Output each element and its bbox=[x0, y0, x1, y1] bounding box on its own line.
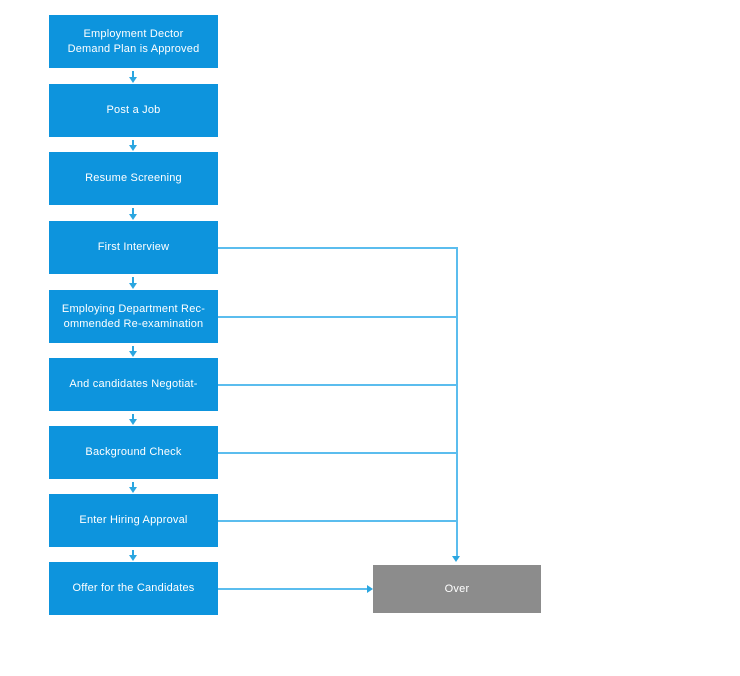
sequence-connector-background-check-to-hiring-approval bbox=[132, 482, 134, 488]
offer-to-over-connector bbox=[218, 588, 367, 590]
sequence-arrowhead-icon-post-job bbox=[129, 77, 137, 83]
sequence-arrowhead-icon-resume-screening bbox=[129, 145, 137, 151]
branch-connector-first-interview bbox=[218, 247, 457, 249]
node-offer[interactable]: Offer for the Candidates bbox=[49, 562, 218, 615]
node-label-resume-screening: Resume Screening bbox=[85, 172, 182, 184]
trunk-arrowhead-icon bbox=[452, 556, 460, 562]
node-over[interactable]: Over bbox=[373, 565, 541, 613]
sequence-connector-approval-to-post-job bbox=[132, 71, 134, 78]
sequence-connector-post-job-to-resume-screening bbox=[132, 140, 134, 146]
sequence-arrowhead-icon-first-interview bbox=[129, 214, 137, 220]
sequence-arrowhead-icon-hiring-approval bbox=[129, 487, 137, 493]
sequence-arrowhead-icon-offer bbox=[129, 555, 137, 561]
node-label-background-check: Background Check bbox=[85, 446, 182, 458]
sequence-arrowhead-icon-re-examination bbox=[129, 283, 137, 289]
node-label-over: Over bbox=[444, 582, 470, 595]
node-re-examination[interactable]: Employing Department Rec- ommended Re-ex… bbox=[49, 290, 218, 343]
sequence-connector-hiring-approval-to-offer bbox=[132, 550, 134, 556]
node-post-job[interactable]: Post a Job bbox=[49, 84, 218, 137]
sequence-connector-resume-screening-to-first-interview bbox=[132, 208, 134, 215]
branch-connector-hiring-approval bbox=[218, 520, 457, 522]
sequence-arrowhead-icon-background-check bbox=[129, 419, 137, 425]
branch-connector-re-examination bbox=[218, 316, 457, 318]
node-label-re-examination: Employing Department Rec- ommended Re-ex… bbox=[61, 302, 206, 330]
sequence-arrowhead-icon-negotiate bbox=[129, 351, 137, 357]
node-label-post-job: Post a Job bbox=[106, 104, 161, 116]
node-background-check[interactable]: Background Check bbox=[49, 426, 218, 479]
sequence-connector-re-examination-to-negotiate bbox=[132, 346, 134, 352]
branch-connector-background-check bbox=[218, 452, 457, 454]
offer-to-over-arrowhead-icon bbox=[367, 585, 373, 593]
sequence-connector-first-interview-to-re-examination bbox=[132, 277, 134, 284]
node-label-negotiate: And candidates Negotiat- bbox=[69, 378, 198, 390]
node-first-interview[interactable]: First Interview bbox=[49, 221, 218, 274]
node-approval[interactable]: Employment Dector Demand Plan is Approve… bbox=[49, 15, 218, 68]
node-label-offer: Offer for the Candidates bbox=[72, 582, 195, 594]
node-label-first-interview: First Interview bbox=[97, 241, 170, 253]
node-negotiate[interactable]: And candidates Negotiat- bbox=[49, 358, 218, 411]
node-label-approval: Employment Dector Demand Plan is Approve… bbox=[67, 27, 200, 55]
sequence-connector-negotiate-to-background-check bbox=[132, 414, 134, 420]
node-label-hiring-approval: Enter Hiring Approval bbox=[79, 514, 188, 526]
trunk-connector bbox=[456, 247, 458, 556]
node-resume-screening[interactable]: Resume Screening bbox=[49, 152, 218, 205]
node-hiring-approval[interactable]: Enter Hiring Approval bbox=[49, 494, 218, 547]
branch-connector-negotiate bbox=[218, 384, 457, 386]
